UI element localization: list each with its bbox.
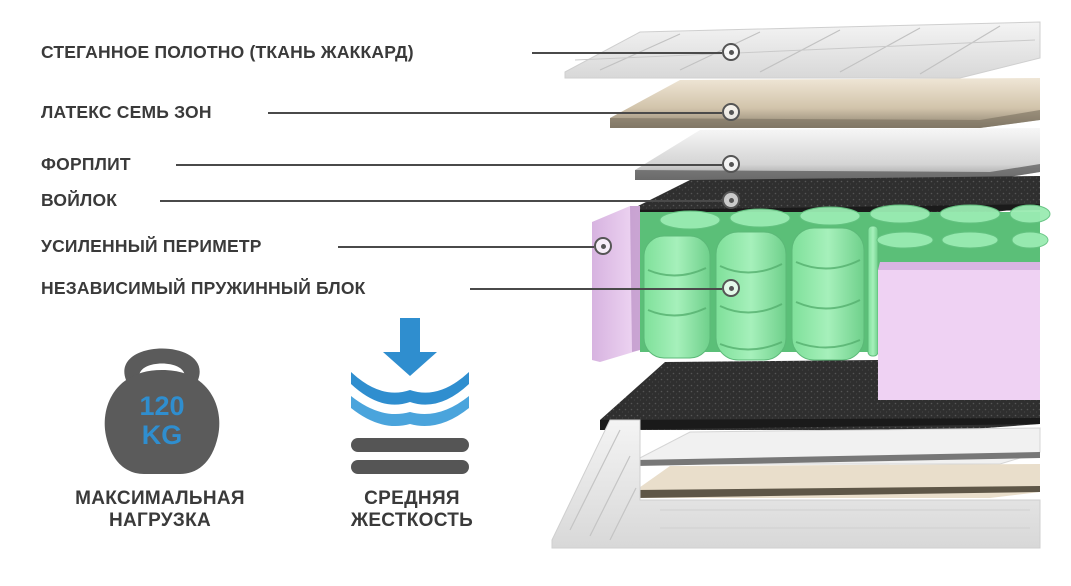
- max-load-unit: KG: [141, 420, 183, 450]
- latex-layer: [610, 78, 1040, 128]
- quilted-fabric-layer: [564, 21, 1041, 79]
- leader-line: [338, 246, 594, 248]
- leader-line: [470, 288, 722, 290]
- target-marker-icon: [722, 103, 740, 121]
- spring-block-layer: [640, 204, 1051, 400]
- target-marker-icon: [722, 43, 740, 61]
- target-marker-icon: [722, 191, 740, 209]
- forplit-bottom-layer: [635, 427, 1041, 466]
- leader-line: [160, 200, 722, 202]
- layer-label-forplit: ФОРПЛИТ: [41, 154, 131, 174]
- mattress-layers-illustration: [551, 21, 1051, 549]
- target-marker-icon: [722, 155, 740, 173]
- layer-label-springs: НЕЗАВИСИМЫЙ ПРУЖИННЫЙ БЛОК: [41, 278, 366, 298]
- target-marker-icon: [722, 279, 740, 297]
- forplit-layer: [635, 128, 1040, 180]
- layer-label-quilted: СТЕГАННОЕ ПОЛОТНО (ТКАНЬ ЖАККАРД): [41, 42, 414, 62]
- bottom-fabric-layer: [551, 419, 1041, 549]
- target-marker-icon: [594, 237, 612, 255]
- layer-label-felt: ВОЙЛОК: [41, 190, 118, 210]
- leader-line: [176, 164, 722, 166]
- compression-layers-icon: [351, 318, 469, 474]
- layer-label-perimeter: УСИЛЕННЫЙ ПЕРИМЕТР: [41, 236, 262, 256]
- max-load-value: 120: [139, 391, 185, 421]
- perimeter-left: [592, 206, 640, 362]
- kettlebell-icon: [104, 348, 220, 474]
- leader-line: [268, 112, 722, 114]
- firmness-caption: СРЕДНЯЯ ЖЕСТКОСТЬ: [350, 488, 474, 531]
- leader-line: [532, 52, 722, 54]
- latex-bottom-layer: [636, 464, 1040, 498]
- felt-bottom-layer: [600, 360, 1040, 430]
- layer-label-latex: ЛАТЕКС СЕМЬ ЗОН: [41, 102, 212, 122]
- max-load-caption: МАКСИМАЛЬНАЯ НАГРУЗКА: [75, 488, 245, 531]
